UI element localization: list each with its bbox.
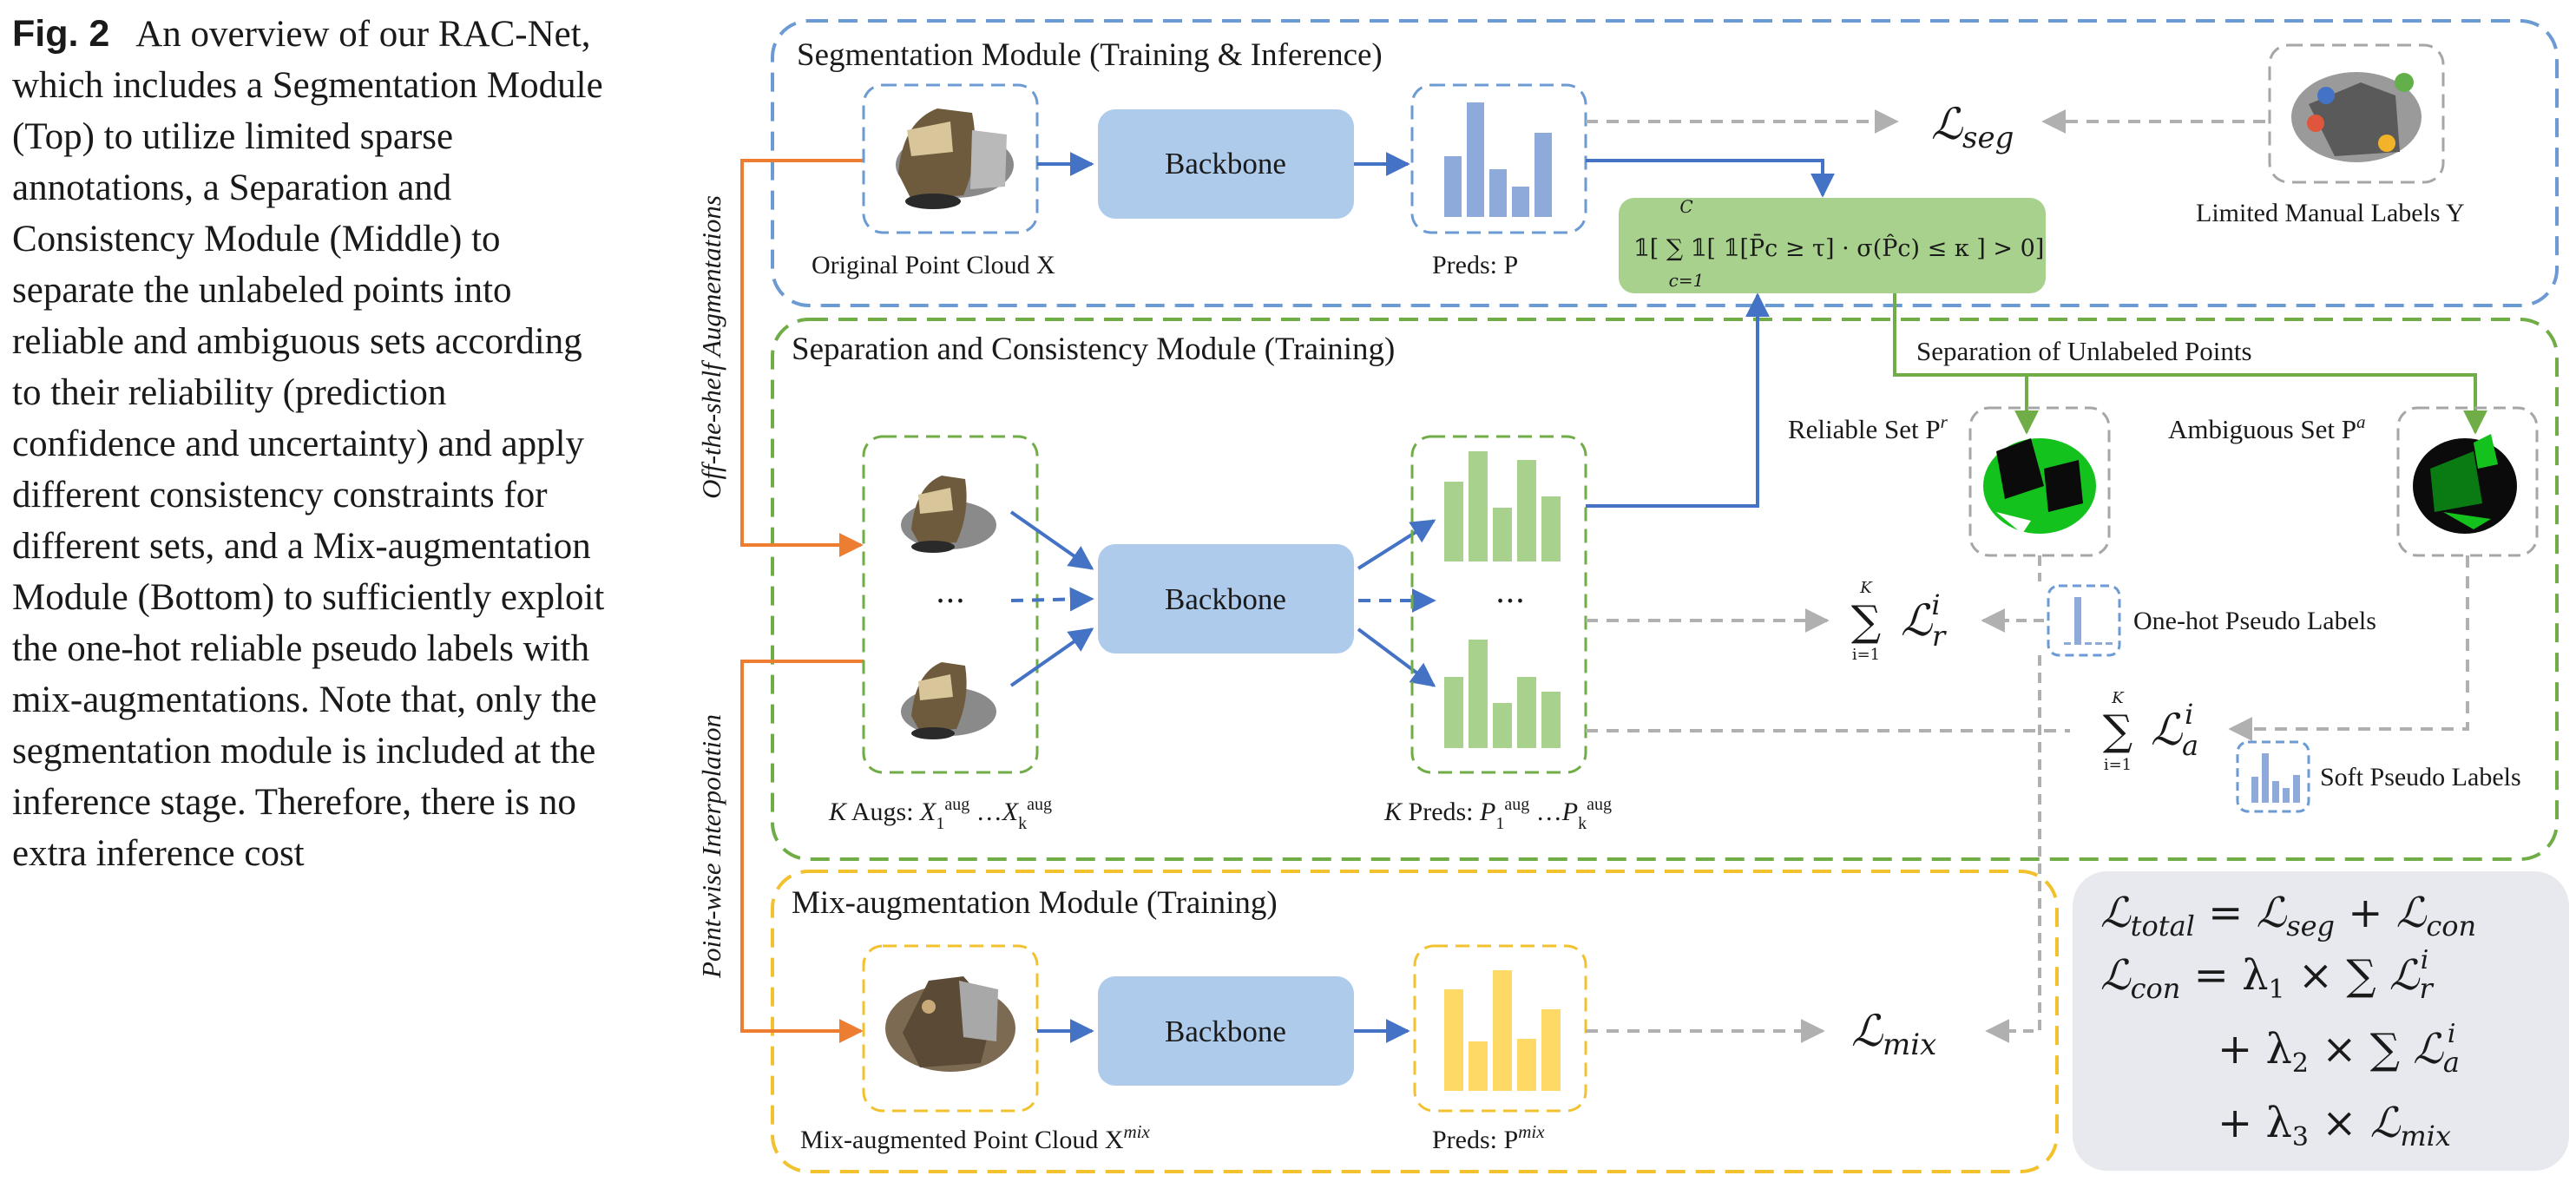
loss-summary-panel [2073, 871, 2569, 1171]
aug-preds-to-formula-arrow [1586, 292, 1770, 508]
svg-text:ℒri: ℒri [1901, 588, 1947, 653]
separation-module-title: Separation and Consistency Module (Train… [792, 332, 1395, 367]
caption-text: An overview of our RAC-Net, which includ… [12, 14, 605, 874]
augmented-cloud-1 [901, 476, 996, 553]
augmentation-side-label: Off-the-shelf Augmentations [696, 195, 726, 499]
aug1-to-backbone-arrow [1009, 510, 1094, 570]
augs-label: K Augs: X1aug …Xkaug [828, 795, 1052, 833]
seg-backbone-label: Backbone [1165, 147, 1286, 181]
reliable-set-label: Reliable Set Pr [1788, 411, 1948, 444]
preds-label: K Preds: P1aug …Pkaug [1383, 795, 1612, 833]
figure-label: Fig. 2 [12, 13, 110, 55]
augdots-to-backbone-arrow [1010, 587, 1094, 612]
seg-preds-label: Preds: P [1432, 251, 1518, 279]
reliable-set-frame [1968, 406, 2111, 557]
soft-labels-bars [2251, 753, 2300, 803]
loss-r: K ∑ i=1 ℒri [1851, 579, 1947, 664]
loss-mix: ℒmix [1851, 1006, 1936, 1062]
aug-preds-frame [1410, 435, 1587, 774]
reliability-formula-box [1619, 198, 2046, 293]
mix-augmentation-module-frame [771, 870, 2059, 1173]
separation-consistency-module-frame [771, 318, 2559, 861]
reliability-formula: 𝟙[ ∑ 𝟙[ 𝟙[P̄c ≥ τ] · σ(P̂c) ≤ κ ] > 0] [1633, 233, 2044, 262]
loss-con-line2: + λ2 × ∑ ℒai [2218, 1019, 2460, 1079]
ambiguous-to-loss-a-arrow [2228, 555, 2469, 741]
mix-backbone-label: Backbone [1165, 1015, 1286, 1048]
reliable-set-image [1983, 438, 2096, 534]
onehot-labels-caption: One-hot Pseudo Labels [2133, 607, 2376, 635]
figure-caption: Fig. 2 An overview of our RAC-Net, which… [12, 9, 611, 879]
seg-backbone [1098, 109, 1354, 219]
mix-preds-bars [1444, 970, 1561, 1091]
sc-backbone [1098, 544, 1354, 653]
augmented-clouds-frame [862, 435, 1039, 774]
onehot-labels-frame [2047, 584, 2121, 657]
manual-labels-frame [2268, 43, 2445, 184]
loss-seg: ℒseg [1931, 99, 2014, 155]
backbone-to-pred1-arrow [1357, 519, 1436, 570]
loss-a-sum-bottom: i=1 [2104, 756, 2132, 774]
sc-backbone-label: Backbone [1165, 582, 1286, 616]
formula-to-ambiguous-arrow [1895, 373, 2487, 435]
augmentation-arrow [740, 159, 864, 557]
original-point-cloud-label: Original Point Cloud X [812, 251, 1055, 279]
formula-sum-bottom: c=1 [1669, 270, 1705, 291]
manual-labels-image [2291, 72, 2422, 162]
ambiguous-set-label: Ambiguous Set Pa [2168, 411, 2366, 444]
onehot-labels-bars [2064, 597, 2113, 645]
soft-labels-caption: Soft Pseudo Labels [2320, 763, 2521, 791]
svg-text:∑: ∑ [2103, 706, 2132, 755]
augk-to-backbone-arrow [1009, 627, 1094, 687]
interpolation-side-label: Point-wise Interpolation [696, 714, 726, 979]
aug-preds-dots: ··· [1495, 584, 1525, 620]
segmentation-module-title: Segmentation Module (Training & Inferenc… [797, 37, 1383, 73]
loss-con-line3: + λ3 × ℒmix [2218, 1099, 2451, 1152]
preds-to-formula-arrow [1586, 159, 1835, 198]
mix-point-cloud-label: Mix-augmented Point Cloud Xmix [800, 1121, 1150, 1154]
svg-text:∑: ∑ [1851, 597, 1881, 646]
augmented-dots: ··· [936, 584, 965, 620]
loss-a: K ∑ i=1 ℒai [2103, 689, 2198, 774]
mix-module-title: Mix-augmentation Module (Training) [792, 885, 1278, 921]
aug-preds-bars-1 [1444, 451, 1561, 561]
backbone-to-predk-arrow [1357, 627, 1436, 687]
loss-r-sum-top: K [1859, 579, 1873, 597]
mix-backbone [1098, 976, 1354, 1086]
mix-preds-frame [1413, 944, 1587, 1113]
loss-a-sum-top: K [2111, 689, 2125, 707]
mix-preds-label: Preds: Pmix [1432, 1121, 1545, 1154]
ambiguous-set-image [2413, 434, 2517, 534]
separation-label: Separation of Unlabeled Points [1916, 336, 2252, 366]
soft-labels-frame [2236, 740, 2310, 813]
mix-point-cloud-image [885, 976, 1015, 1072]
point-cloud-image [896, 108, 1014, 209]
manual-labels-caption: Limited Manual Labels Y [2196, 199, 2465, 227]
segmentation-module-frame [771, 19, 2559, 307]
mix-point-cloud-frame [862, 944, 1039, 1113]
interpolation-arrow [740, 660, 864, 1043]
original-point-cloud-frame [862, 83, 1039, 234]
svg-text:ℒai: ℒai [2151, 698, 2198, 762]
augmented-cloud-k [901, 662, 996, 739]
ambiguous-set-frame [2396, 406, 2539, 557]
loss-con-equation: ℒcon = λ1 × ∑ ℒri [2100, 945, 2434, 1005]
formula-sum-top: C [1679, 196, 1692, 217]
loss-r-sum-bottom: i=1 [1852, 646, 1880, 664]
onehot-to-loss-mix-arrow [1985, 655, 2041, 1043]
aug-preds-bars-k [1444, 640, 1561, 748]
seg-preds-bars [1444, 102, 1552, 217]
